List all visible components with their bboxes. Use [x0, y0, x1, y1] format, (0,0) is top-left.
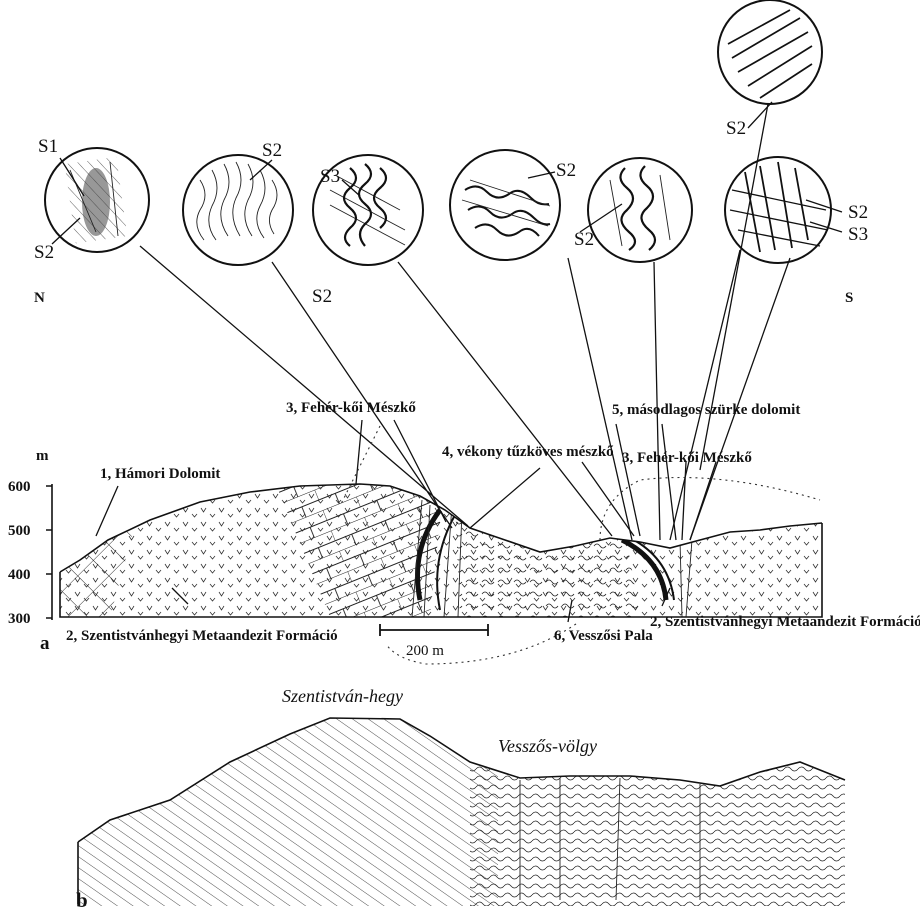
inset-circle-7 — [718, 0, 822, 104]
formation-2-left-label: 2, Szentistvánhegyi Metaandezit Formáció — [66, 628, 338, 644]
axis-tick-400: 400 — [8, 567, 31, 583]
axis-tick-500: 500 — [8, 523, 31, 539]
formation-6-label: 6, Vesszősi Pala — [554, 628, 653, 644]
scale-bar-label: 200 m — [406, 643, 444, 659]
axis-unit: m — [36, 448, 49, 464]
inset7-label-a: S2 — [726, 118, 746, 139]
scale-bar: 200 m — [380, 624, 488, 659]
formation-2-right-label: 2, Szentistvánhegyi Metaandezit Formáció — [650, 614, 920, 630]
formation-1-label: 1, Hámori Dolomit — [100, 466, 220, 482]
inset3-label-b: S2 — [312, 286, 332, 307]
inset6-label-b: S3 — [848, 224, 868, 245]
inset-circle-2 — [183, 155, 293, 265]
place-valley-label: Vesszős-völgy — [498, 736, 597, 756]
inset-circle-4 — [450, 150, 560, 260]
inset4-label-a: S2 — [556, 160, 576, 181]
inset1-label-a: S1 — [38, 136, 58, 157]
formation-3-right-label: 3, Fehér-kői Mészkő — [622, 450, 752, 466]
inset-circle-5 — [588, 158, 692, 262]
panel-label-a: a — [40, 633, 50, 654]
inset3-label-a: S3 — [320, 166, 340, 187]
section-b — [78, 710, 850, 910]
formation-3-left-label: 3, Fehér-kői Mészkő — [286, 400, 416, 416]
formation-5-label: 5, másodlagos szürke dolomit — [612, 402, 800, 418]
elevation-axis: m 600 500 400 300 — [8, 448, 52, 627]
axis-tick-300: 300 — [8, 611, 31, 627]
formation-4-label: 4, vékony tűzköves mészkő — [442, 444, 614, 460]
label-leaders — [52, 102, 842, 244]
inset2-label-a: S2 — [262, 140, 282, 161]
inset5-label-a: S2 — [574, 229, 594, 250]
inset1-label-b: S2 — [34, 242, 54, 263]
place-hill-label: Szentistván-hegy — [282, 686, 403, 706]
south-label: S — [845, 290, 853, 306]
axis-tick-600: 600 — [8, 479, 31, 495]
north-label: N — [34, 290, 45, 306]
inset6-label-a: S2 — [848, 202, 868, 223]
